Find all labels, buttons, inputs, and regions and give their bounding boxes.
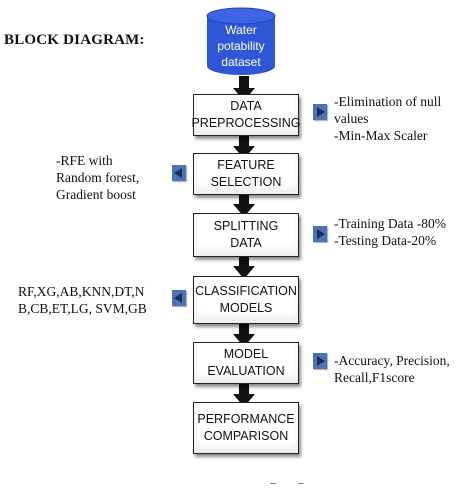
diagram-heading: BLOCK DIAGRAM: bbox=[4, 32, 145, 48]
step-splitting-data: SPLITTING DATA bbox=[193, 213, 299, 257]
step-label-line2: EVALUATION bbox=[207, 364, 285, 378]
scan-mark bbox=[298, 483, 304, 484]
step-label-line1: DATA bbox=[230, 99, 262, 113]
arrow-down-icon bbox=[233, 134, 255, 159]
note-classification: RF,XG,AB,KNN,DT,N B,CB,ET,LG, SVM,GB bbox=[18, 284, 147, 316]
step-feature-selection: FEATURE SELECTION bbox=[193, 153, 299, 195]
dataset-cylinder: Water potability dataset bbox=[206, 7, 276, 75]
right-pointer-icon bbox=[313, 226, 327, 242]
arrow-down-icon bbox=[233, 322, 255, 347]
step-performance-comparison: PERFORMANCE COMPARISON bbox=[193, 402, 299, 454]
arrow-down-icon bbox=[233, 192, 255, 217]
dataset-label-3: dataset bbox=[221, 55, 261, 69]
note-feature-selection: -RFE with Random forest, Gradient boost bbox=[56, 153, 140, 202]
note-preprocessing: -Elimination of null values -Min-Max Sca… bbox=[334, 94, 442, 143]
step-label-line2: SELECTION bbox=[210, 175, 282, 189]
step-label-line2: MODELS bbox=[219, 301, 273, 315]
scan-mark bbox=[270, 483, 276, 484]
step-label-line2: PREPROCESSING bbox=[191, 116, 301, 130]
step-label-line1: SPLITTING bbox=[213, 219, 279, 233]
dataset-label-2: potability bbox=[217, 39, 264, 53]
step-label-line1: FEATURE bbox=[217, 158, 275, 172]
right-pointer-icon bbox=[313, 353, 327, 369]
cylinder-top bbox=[206, 7, 276, 25]
step-label-line1: CLASSIFICATION bbox=[195, 284, 297, 298]
arrow-down-icon bbox=[233, 76, 255, 101]
step-label-line2: COMPARISON bbox=[203, 429, 289, 443]
dataset-label-1: Water bbox=[225, 23, 257, 37]
step-label-line1: MODEL bbox=[223, 347, 269, 361]
arrow-down-icon bbox=[233, 254, 255, 279]
left-pointer-icon bbox=[172, 165, 186, 181]
step-data-preprocessing: DATA PREPROCESSING bbox=[191, 94, 301, 136]
cylinder-body bbox=[207, 16, 275, 75]
note-evaluation: -Accuracy, Precision, Recall,F1score bbox=[334, 353, 450, 385]
arrow-down-icon bbox=[233, 382, 255, 407]
note-splitting: -Training Data -80% -Testing Data-20% bbox=[334, 216, 446, 248]
step-classification-models: CLASSIFICATION MODELS bbox=[193, 276, 299, 324]
left-pointer-icon bbox=[172, 290, 186, 306]
step-model-evaluation: MODEL EVALUATION bbox=[193, 342, 299, 384]
step-label-line2: DATA bbox=[230, 236, 262, 250]
step-label-line1: PERFORMANCE bbox=[197, 412, 295, 426]
right-pointer-icon bbox=[313, 104, 327, 120]
